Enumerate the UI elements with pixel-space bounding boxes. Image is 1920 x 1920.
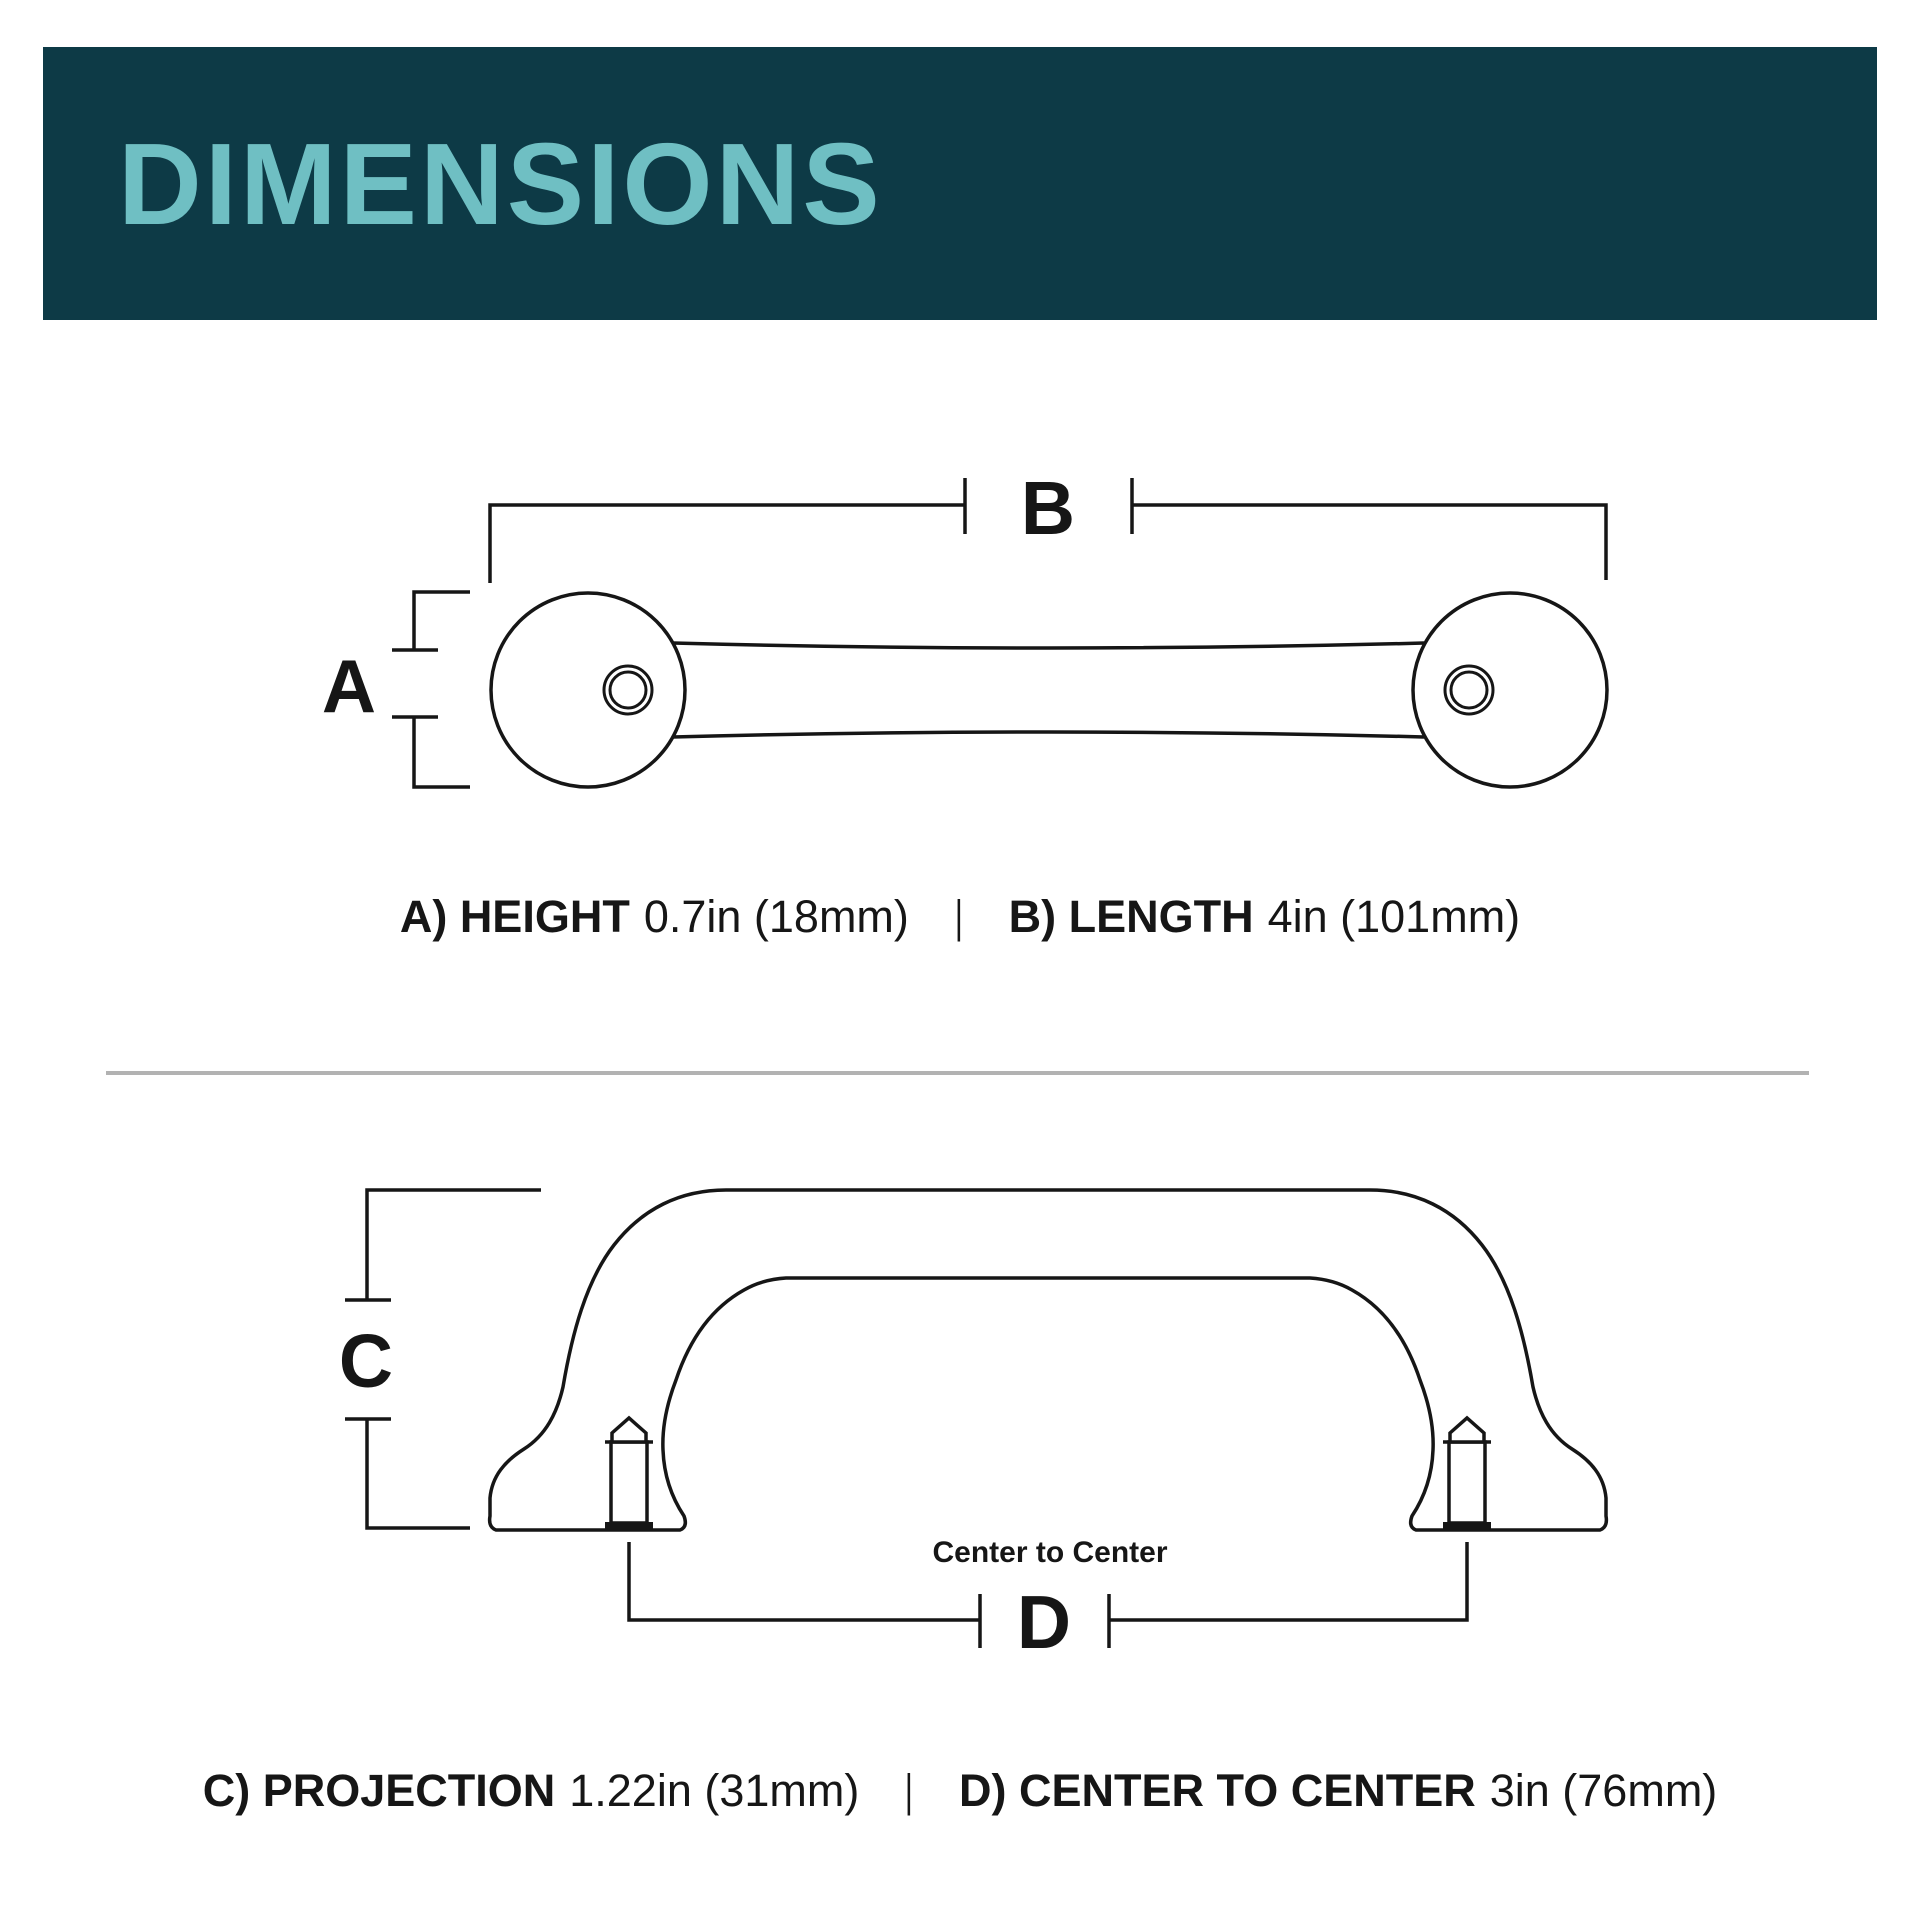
pull-bar-bottom-edge [672, 730, 1425, 739]
center-to-center-label: Center to Center [932, 1536, 1167, 1569]
a-dimension-bracket-bottom [392, 715, 470, 789]
spec-c-value: 1.22in (31mm) [569, 1765, 860, 1816]
pull-side-profile-outline [487, 1188, 1609, 1532]
pull-bar-top-edge [672, 641, 1425, 650]
spec-row-top: A) HEIGHT 0.7in (18mm) | B) LENGTH 4in (… [0, 892, 1920, 942]
page-title: DIMENSIONS [118, 118, 883, 249]
screw-post-left-base-band [605, 1522, 653, 1530]
spec-a-label: A) HEIGHT [399, 891, 630, 942]
screw-post-left [605, 1415, 653, 1530]
spec-b-value: 4in (101mm) [1267, 891, 1521, 942]
spec-d-value: 3in (76mm) [1489, 1765, 1718, 1816]
b-dimension-line-right [1132, 503, 1608, 580]
c-dimension-label: C [339, 1319, 393, 1403]
section-divider [106, 1071, 1809, 1075]
d-dimension-label: D [1017, 1580, 1071, 1664]
pull-side-view-diagram: C Center to Center D [339, 1188, 1609, 1664]
header-banner: DIMENSIONS [43, 47, 1877, 320]
c-dimension-bracket-top [345, 1188, 541, 1302]
screw-post-right-body [1447, 1440, 1487, 1525]
screw-post-right-cap [1448, 1415, 1486, 1442]
spec-separator-bar: | [954, 891, 963, 942]
pull-end-cap-left [489, 591, 687, 789]
spec-row-bottom: C) PROJECTION 1.22in (31mm) | D) CENTER … [0, 1766, 1920, 1816]
screw-post-right-base-band [1443, 1522, 1491, 1530]
a-dimension-label: A [322, 644, 376, 728]
spec-a-value: 0.7in (18mm) [643, 891, 909, 942]
d-dimension-line-left [627, 1542, 980, 1622]
pull-top-view-diagram: B A [322, 466, 1609, 789]
screw-hole-right-inner [1449, 670, 1489, 710]
screw-hole-right-outer [1443, 664, 1495, 716]
screw-hole-left-inner [608, 670, 648, 710]
spec-b-label: B) LENGTH [1008, 891, 1254, 942]
screw-post-right [1443, 1415, 1491, 1530]
screw-post-left-cap [610, 1415, 648, 1442]
a-dimension-bracket-top [392, 590, 470, 652]
b-dimension-line-left [488, 503, 965, 583]
d-dimension-line-right [1109, 1542, 1469, 1622]
b-dimension-label: B [1021, 466, 1075, 550]
screw-hole-left-outer [602, 664, 654, 716]
pull-end-cap-right [1411, 591, 1609, 789]
spec-c-label: C) PROJECTION [202, 1765, 556, 1816]
spec-d-label: D) CENTER TO CENTER [959, 1765, 1476, 1816]
screw-post-left-body [609, 1440, 649, 1525]
c-dimension-bracket-bottom [345, 1417, 470, 1530]
spec-separator-bar: | [905, 1765, 914, 1816]
